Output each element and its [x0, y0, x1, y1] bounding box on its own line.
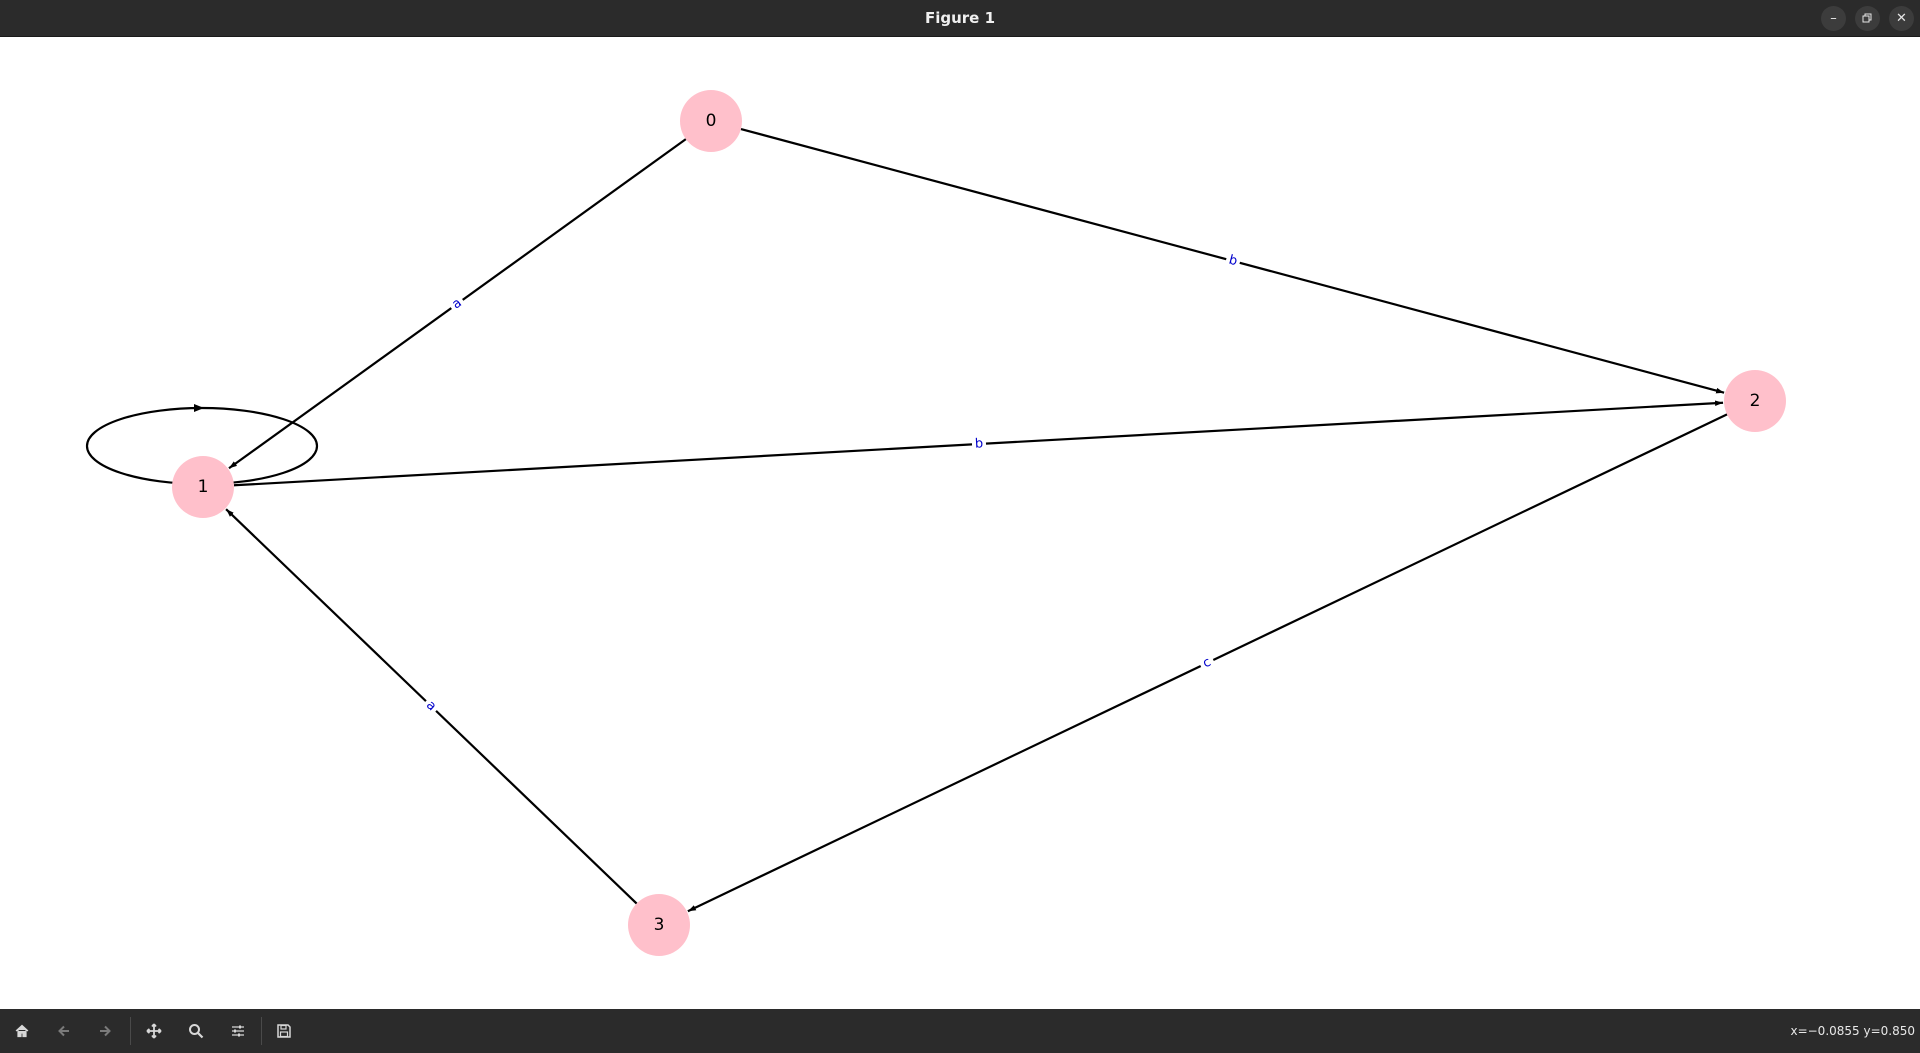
edge-label-text: b	[974, 436, 983, 451]
edge-label-2-to-3: c	[1197, 652, 1217, 674]
node-label: 3	[654, 915, 665, 935]
graph-node-3: 3	[628, 894, 690, 956]
edge-label-3-to-1: a	[420, 695, 442, 717]
graph-node-2: 2	[1724, 370, 1786, 432]
node-label: 1	[198, 477, 209, 497]
close-button[interactable]: ✕	[1889, 6, 1914, 31]
window-titlebar: Figure 1 – ✕	[0, 0, 1920, 37]
edge-label-0-to-2: b	[1224, 251, 1242, 271]
graph-node-1: 1	[172, 456, 234, 518]
minimize-icon: –	[1830, 11, 1837, 26]
restore-icon	[1862, 13, 1872, 23]
node-circle	[628, 894, 690, 956]
toolbar-separator	[130, 1017, 131, 1045]
minimize-button[interactable]: –	[1821, 6, 1846, 31]
edge-label-1-to-2: b	[971, 435, 987, 453]
sliders-icon	[232, 1025, 244, 1037]
save-button[interactable]	[268, 1015, 300, 1047]
figure-canvas[interactable]: 0 1 2 3 a b b c a	[0, 37, 1920, 1009]
zoom-button[interactable]	[180, 1015, 212, 1047]
node-circle	[680, 90, 742, 152]
node-label: 2	[1750, 391, 1761, 411]
edge-label-0-to-1: a	[446, 293, 468, 315]
home-button[interactable]	[6, 1015, 38, 1047]
toolbar-separator	[261, 1017, 262, 1045]
home-icon	[15, 1024, 29, 1038]
back-button[interactable]	[48, 1015, 80, 1047]
configure-subplots-button[interactable]	[222, 1015, 254, 1047]
edge-self-loop-arrowhead	[194, 404, 204, 412]
arrow-right-icon	[100, 1025, 111, 1037]
node-circle	[172, 456, 234, 518]
forward-button[interactable]	[89, 1015, 121, 1047]
magnifier-icon	[189, 1024, 204, 1039]
move-icon	[146, 1023, 162, 1039]
edge-label-text: b	[1227, 253, 1239, 270]
window-title: Figure 1	[924, 9, 996, 27]
floppy-icon	[277, 1024, 291, 1038]
pan-button[interactable]	[138, 1015, 170, 1047]
close-icon: ✕	[1896, 11, 1907, 26]
node-circle	[1724, 370, 1786, 432]
cursor-coordinates: x=−0.0855 y=0.850	[1790, 1024, 1915, 1038]
navigation-toolbar: x=−0.0855 y=0.850	[0, 1009, 1920, 1053]
maximize-button[interactable]	[1855, 6, 1880, 31]
node-label: 0	[706, 111, 717, 131]
graph-node-0: 0	[680, 90, 742, 152]
graph-plot: 0 1 2 3 a b b c a	[85, 90, 1786, 956]
arrow-left-icon	[58, 1025, 69, 1037]
